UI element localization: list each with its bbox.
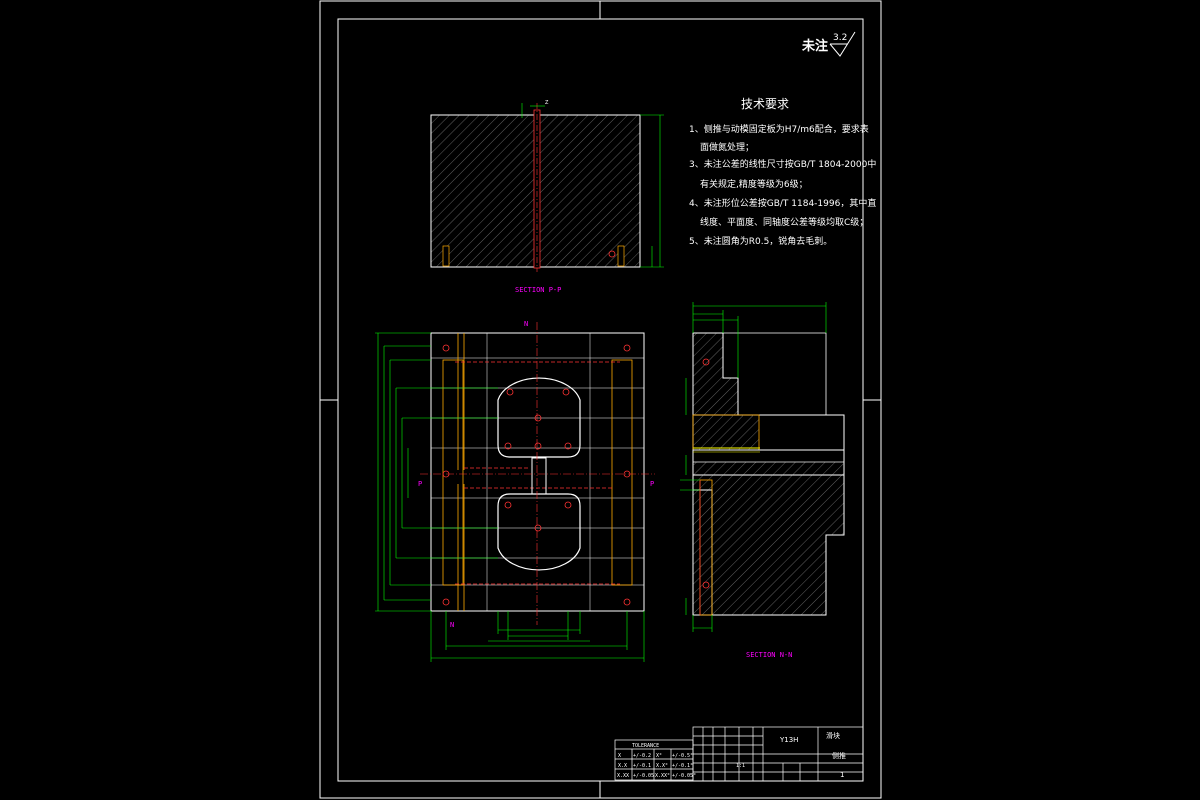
sheet-border bbox=[319, 0, 882, 799]
section-nn-label: SECTION N-N bbox=[746, 651, 792, 659]
n-marker-bottom: N bbox=[450, 621, 454, 629]
title-block-text: Y13H 滑块 侧推 1:1 1 bbox=[736, 731, 846, 779]
tol-r2-c4: +/-0.1° bbox=[672, 763, 693, 769]
tol-r3-c3: X.XX° bbox=[655, 773, 670, 779]
tech-line-7: 5、未注圆角为R0.5，锐角去毛刺。 bbox=[689, 235, 832, 247]
tol-r1-c4: +/-0.5° bbox=[672, 753, 693, 759]
tol-r1-c1: X bbox=[618, 753, 621, 759]
scale-text: 1:1 bbox=[736, 763, 745, 769]
tech-line-1: 1、侧推与动模固定板为H7/m6配合，要求表 bbox=[689, 123, 869, 135]
technical-requirements: 技术要求 1、侧推与动模固定板为H7/m6配合，要求表 面做氮处理； 3、未注公… bbox=[689, 97, 876, 247]
tech-line-5: 4、未注形位公差按GB/T 1184-1996，其中直 bbox=[689, 197, 876, 209]
plan-view[interactable]: N N P P bbox=[375, 320, 655, 662]
material-text: Y13H bbox=[779, 736, 798, 744]
title-block bbox=[614, 726, 864, 782]
tol-r3-c1: X.XX bbox=[617, 773, 629, 779]
tol-r3-c4: +/-0.05° bbox=[672, 773, 696, 779]
section-pp-view[interactable]: Z SECTION P-P bbox=[430, 100, 664, 294]
section-pp-label: SECTION P-P bbox=[515, 286, 561, 294]
p-marker-left: P bbox=[418, 480, 422, 488]
section-nn-view[interactable]: SECTION N-N bbox=[680, 302, 845, 659]
tol-r1-c2: +/-0.2 bbox=[633, 753, 651, 759]
tech-line-3: 3、未注公差的线性尺寸按GB/T 1804-2000中 bbox=[689, 158, 876, 170]
tech-line-6: 线度、平面度、同轴度公差等级均取C级； bbox=[700, 216, 868, 228]
owner-text: 滑块 bbox=[826, 731, 840, 740]
p-marker-right: P bbox=[650, 480, 654, 488]
tol-r2-c3: X.X° bbox=[656, 763, 668, 769]
tolerance-table: TOLERANCE X +/-0.2 X° +/-0.5° X.X +/-0.1… bbox=[617, 743, 696, 779]
tech-title: 技术要求 bbox=[741, 97, 789, 111]
n-marker-top: N bbox=[524, 320, 528, 328]
tech-line-4: 有关规定,精度等级为6级； bbox=[700, 178, 808, 190]
tol-r1-c3: X° bbox=[656, 753, 662, 759]
sheet-text: 1 bbox=[840, 771, 844, 779]
tech-line-2: 面做氮处理； bbox=[700, 141, 754, 153]
roughness-label: 未注 bbox=[801, 38, 828, 54]
roughness-value: 3.2 bbox=[833, 33, 847, 43]
tol-r2-c2: +/-0.1 bbox=[633, 763, 651, 769]
tolerance-header: TOLERANCE bbox=[632, 743, 659, 749]
roughness-symbol: 未注 3.2 bbox=[801, 31, 856, 57]
tol-r2-c1: X.X bbox=[618, 763, 627, 769]
part-name-text: 侧推 bbox=[832, 751, 846, 760]
tol-r3-c2: +/-0.05 bbox=[633, 773, 654, 779]
z-label: Z bbox=[545, 100, 549, 106]
